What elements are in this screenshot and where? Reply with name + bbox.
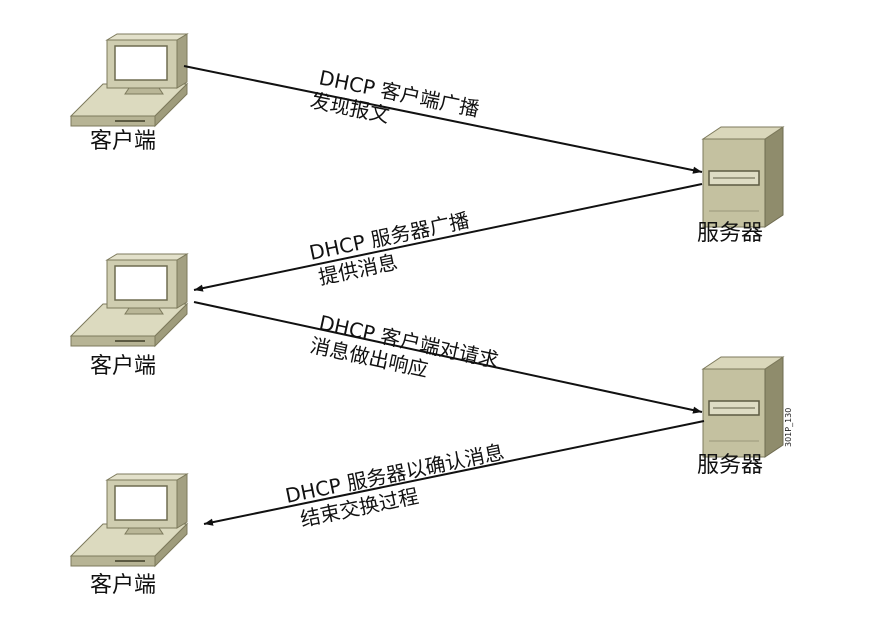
client-2-computer-icon [70,253,188,347]
client-3-label: 客户端 [90,573,156,598]
message-discover: DHCP 客户端广播 发现报文 [308,65,481,127]
figure-code: 301P_130 [784,408,793,447]
client-1-computer-icon [70,33,188,127]
arrow-discover [183,65,703,174]
server-1-label: 服务器 [697,221,763,246]
client-2-label: 客户端 [90,354,156,379]
server-2-server-icon [702,356,784,458]
arrow-ack [203,420,705,526]
arrow-offer [193,183,703,292]
client-1-label: 客户端 [90,129,156,154]
server-1-server-icon [702,126,784,228]
message-ack: DHCP 服务器以确认消息 结束交换过程 [283,440,506,532]
server-2-label: 服务器 [697,453,763,478]
arrow-request [193,301,703,414]
client-3-computer-icon [70,473,188,567]
message-request: DHCP 客户端对请求 消息做出响应 [308,310,501,381]
